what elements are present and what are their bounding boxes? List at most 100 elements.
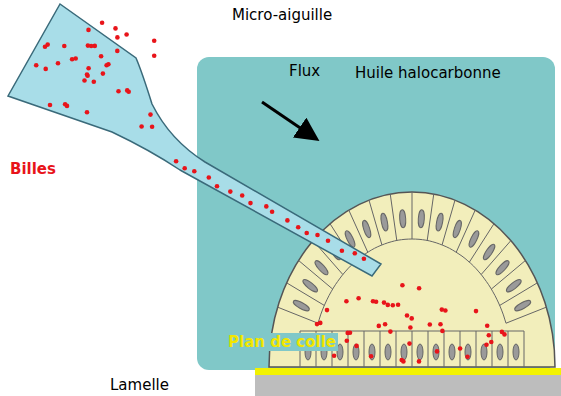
bead — [407, 341, 412, 346]
nucleus — [435, 213, 444, 232]
bead — [396, 302, 401, 307]
nucleus — [452, 220, 463, 239]
bead — [356, 296, 361, 301]
cell-wall — [428, 331, 429, 367]
bead — [48, 103, 53, 108]
bead — [377, 324, 382, 329]
bead — [484, 343, 489, 348]
nucleus — [292, 299, 311, 313]
nucleus — [369, 344, 375, 360]
bead — [465, 354, 470, 359]
bead — [63, 102, 68, 107]
bead — [315, 233, 320, 238]
cell-wall — [524, 331, 525, 367]
bead — [458, 346, 463, 351]
bead — [353, 251, 358, 256]
bead — [115, 35, 120, 40]
bead — [92, 79, 97, 84]
bead — [70, 57, 75, 62]
bead — [182, 166, 187, 171]
bead — [264, 204, 269, 209]
nucleus — [449, 344, 455, 360]
cell-wall — [500, 283, 538, 306]
oil-region: Huile halocarbonne — [197, 57, 555, 370]
bead — [82, 78, 87, 83]
nucleus — [417, 344, 423, 360]
nucleus — [418, 210, 425, 228]
bead — [228, 189, 233, 194]
bead — [270, 210, 275, 215]
bead — [99, 54, 104, 59]
beads-label: Billes — [10, 160, 56, 178]
bead — [401, 359, 406, 364]
coverslip — [255, 375, 561, 396]
bead — [45, 42, 50, 47]
bead — [285, 218, 290, 223]
cell-wall — [469, 224, 494, 263]
bead — [125, 88, 130, 93]
nucleus — [353, 344, 359, 360]
nucleus — [361, 220, 372, 239]
nucleus — [380, 213, 389, 232]
bead — [85, 72, 90, 77]
bead — [474, 309, 479, 314]
cell-wall — [508, 331, 509, 367]
bead — [240, 193, 245, 198]
cell-wall — [390, 194, 397, 240]
bead — [115, 49, 120, 54]
bead — [85, 110, 90, 115]
bead — [86, 28, 91, 33]
cell-wall — [427, 194, 434, 240]
bead — [315, 322, 320, 327]
bead — [207, 175, 212, 180]
bead — [345, 339, 350, 344]
beads-needle — [34, 20, 366, 261]
cell-wall — [364, 331, 365, 367]
bead — [296, 225, 301, 230]
bead — [348, 330, 353, 335]
beads-organoid — [315, 283, 507, 364]
nucleus — [465, 344, 471, 360]
bead — [86, 66, 91, 71]
needle-label: Micro-aiguille — [232, 6, 332, 24]
bead — [174, 159, 179, 164]
coverslip-label: Lamelle — [110, 376, 169, 394]
bead — [192, 169, 197, 174]
cell-wall — [506, 307, 546, 323]
bead — [304, 231, 309, 236]
glue-layer — [255, 368, 561, 375]
cell-wall — [380, 331, 381, 367]
nucleus — [513, 344, 519, 360]
cell-wall — [369, 200, 382, 245]
nucleus — [313, 259, 330, 276]
bead — [101, 71, 106, 76]
bead — [150, 124, 155, 129]
bead — [106, 62, 111, 67]
bead — [383, 322, 388, 327]
nucleus — [385, 344, 391, 360]
bead — [500, 330, 505, 335]
bead — [489, 340, 494, 345]
cell-wall — [444, 331, 445, 367]
bead — [405, 313, 410, 318]
bead — [417, 359, 422, 364]
micro-needle — [8, 4, 381, 276]
bead — [374, 299, 379, 304]
bead — [325, 308, 330, 313]
bead — [148, 112, 153, 117]
bead — [124, 32, 129, 37]
flow-label: Flux — [289, 62, 320, 80]
cell-wall — [412, 331, 413, 367]
nucleus — [482, 243, 497, 261]
nucleus — [505, 278, 523, 294]
bead — [443, 308, 448, 313]
bead — [400, 283, 405, 288]
bead — [248, 201, 253, 206]
bead — [369, 354, 374, 359]
glue-label: Plan de colle — [226, 333, 338, 351]
cell-wall — [412, 192, 413, 239]
oil-bath — [197, 57, 555, 370]
bead — [34, 63, 39, 68]
bead — [100, 20, 105, 25]
cell-wall — [476, 331, 477, 367]
